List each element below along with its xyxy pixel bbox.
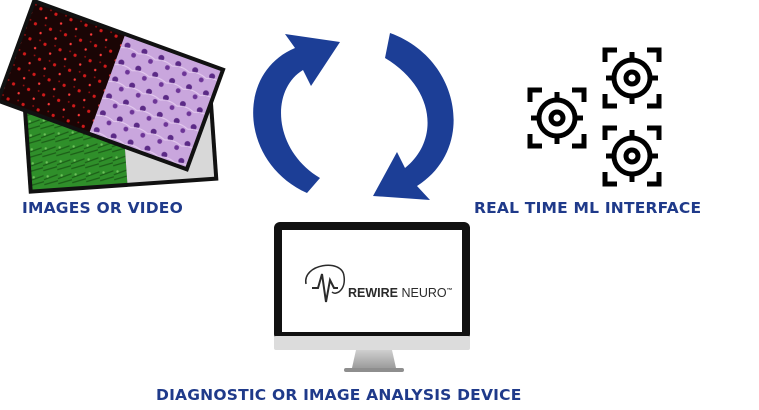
histology-image [0, 0, 226, 172]
real-time-ml-interface-label: REAL TIME ML INTERFACE [474, 199, 702, 217]
brand-name-light: NEURO [398, 286, 447, 300]
cycle-arrow-up-icon [253, 34, 340, 193]
images-or-video-label: IMAGES OR VIDEO [22, 199, 183, 217]
ml-targets-icon [527, 47, 662, 187]
target-icon-top [602, 47, 662, 109]
rewire-neuro-logo [305, 264, 345, 303]
cycle-arrows-icon [253, 33, 454, 200]
monitor-screen [282, 230, 462, 332]
diagnostic-device-label: DIAGNOSTIC OR IMAGE ANALYSIS DEVICE [156, 386, 522, 404]
brand-name: REWIRE NEURO™ [348, 286, 453, 300]
monitor-icon: REWIRE NEURO™ [274, 222, 470, 372]
brand-name-bold: REWIRE [348, 286, 398, 300]
target-icon-left [527, 87, 587, 149]
target-icon-bottom [602, 125, 662, 187]
cycle-arrow-down-icon [373, 33, 454, 200]
brand-trademark: ™ [447, 287, 453, 294]
microscopy-images-illustration [0, 0, 226, 194]
